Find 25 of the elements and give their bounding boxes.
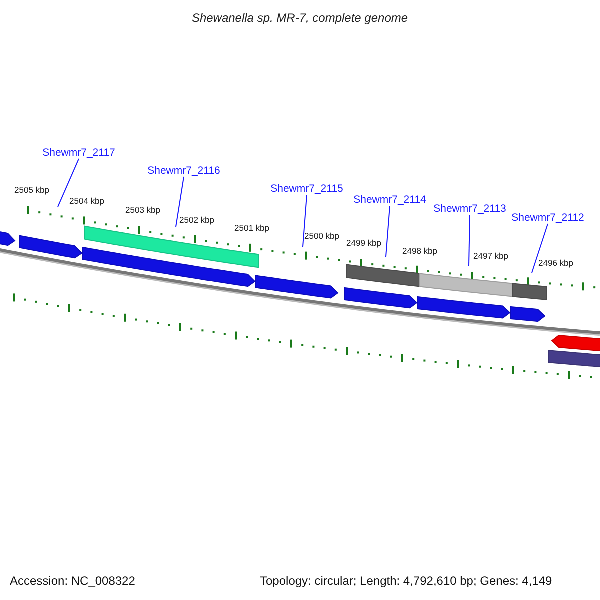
title: Shewanella sp. MR-7, complete genome xyxy=(192,11,408,25)
leader-line xyxy=(468,214,470,266)
gene-label: Shewmr7_2114 xyxy=(354,194,426,206)
gene-label: Shewmr7_2116 xyxy=(148,165,220,177)
scale-label: 2499 kbp xyxy=(346,238,382,248)
footer-text: Topology: circular; Length: 4,792,610 bp; Genes: 4,149 xyxy=(260,574,552,588)
scale-label: 2504 kbp xyxy=(70,196,104,206)
footer-text: Accession: NC_008322 xyxy=(10,574,136,588)
gene-label: Shewmr7_2115 xyxy=(270,183,344,195)
leader-line xyxy=(176,176,184,228)
leader-line xyxy=(302,194,308,248)
scale-label: 2496 kbp xyxy=(538,258,574,268)
scale-label: 2502 kbp xyxy=(180,215,214,225)
gene-label: Shewmr7_2113 xyxy=(434,203,506,215)
scale-label: 2498 kbp xyxy=(402,246,438,256)
scale-label: 2500 kbp xyxy=(304,231,340,241)
scale-label: 2497 kbp xyxy=(474,251,508,261)
genome-map-drawing xyxy=(0,206,600,380)
gene-label: Shewmr7_2117 xyxy=(42,147,116,159)
scale-label: 2503 kbp xyxy=(126,205,160,215)
leader-line xyxy=(386,206,390,258)
scale-label: 2501 kbp xyxy=(234,223,270,233)
scale-label: 2505 kbp xyxy=(14,185,50,195)
leader-line xyxy=(532,224,548,274)
leader-line xyxy=(58,158,80,208)
